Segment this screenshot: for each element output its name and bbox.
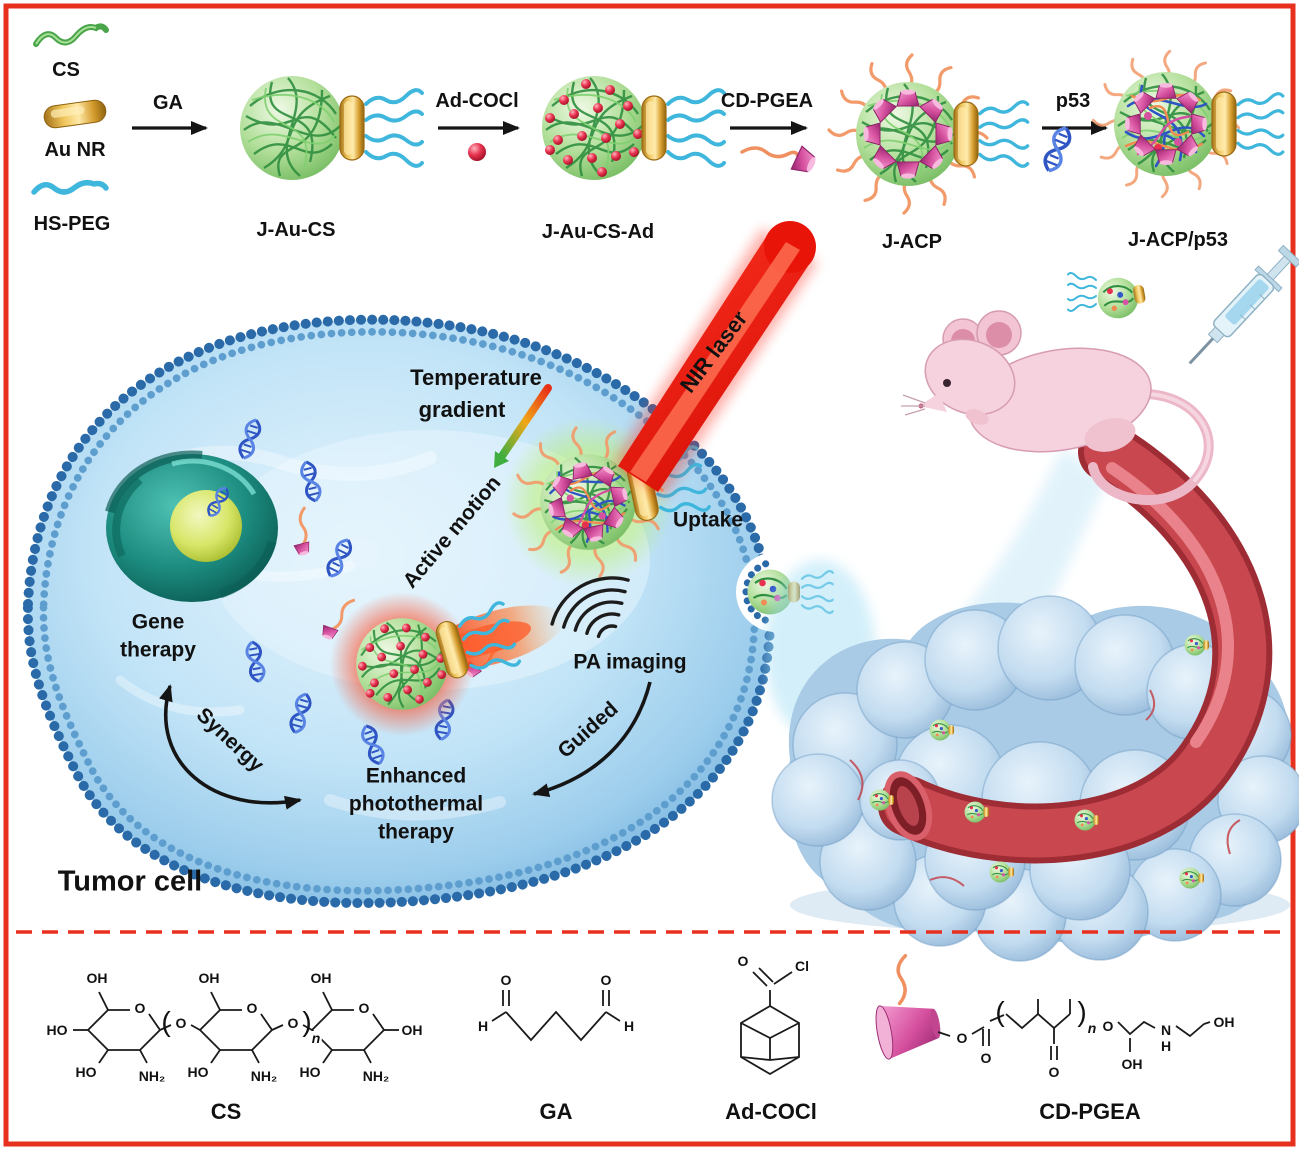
syringe-icon bbox=[1188, 244, 1299, 365]
ad-o: O bbox=[736, 953, 750, 969]
cs-bridge-o-1: O bbox=[174, 1015, 188, 1031]
temperature-gradient-label-line1: Temperature bbox=[410, 365, 542, 390]
chem-structure-ga bbox=[491, 990, 621, 1042]
cs-paren-close: ) bbox=[302, 1006, 312, 1037]
step-ga-label: GA bbox=[153, 92, 183, 114]
uptake-label: Uptake bbox=[672, 508, 744, 532]
legend-cs-label: CS bbox=[52, 59, 80, 81]
cs-paren-open: ( bbox=[161, 1006, 171, 1037]
cs-oh-top-2: OH bbox=[197, 970, 221, 986]
cs-ring-o-2: O bbox=[245, 1000, 259, 1016]
cs-bridge-o-2: O bbox=[286, 1015, 300, 1031]
j-acp-particle bbox=[829, 55, 1030, 213]
j-au-cs-particle bbox=[238, 74, 424, 182]
step-cd-pgea-label: CD-PGEA bbox=[720, 90, 814, 112]
cs-ring-o-3: O bbox=[357, 1000, 371, 1016]
cs-nh2-3: NH₂ bbox=[361, 1068, 391, 1084]
tumor-cell-illustration bbox=[28, 320, 770, 903]
chem-ad-cocl-name: Ad-COCl bbox=[725, 1099, 817, 1124]
mouse-illustration bbox=[901, 310, 1214, 506]
ptt-label-line1: Enhanced bbox=[365, 764, 467, 788]
pa-imaging-label: PA imaging bbox=[573, 650, 687, 674]
pgea-n-amine: N bbox=[1159, 1022, 1173, 1038]
cs-nh2-2: NH₂ bbox=[249, 1068, 279, 1084]
chem-structure-ad-cocl bbox=[740, 967, 800, 1076]
chem-structure-cd-pgea bbox=[875, 953, 1211, 1060]
ga-h-1: H bbox=[476, 1018, 490, 1034]
ga-o-2: O bbox=[599, 972, 613, 988]
pgea-o-carbonyl-2: O bbox=[1047, 1064, 1061, 1080]
pgea-paren-open: ( bbox=[995, 996, 1005, 1027]
cs-n-subscript: n bbox=[310, 1030, 322, 1046]
cyclodextrin-cone bbox=[875, 953, 941, 1060]
ga-h-2: H bbox=[622, 1018, 636, 1034]
synergy-arrow bbox=[159, 684, 302, 810]
legend-icons bbox=[31, 23, 109, 195]
pgea-h-amine: H bbox=[1159, 1038, 1173, 1054]
chem-cs-name: CS bbox=[210, 1099, 242, 1124]
cs-oh-top-1: OH bbox=[85, 970, 109, 986]
ga-o-1: O bbox=[499, 972, 513, 988]
cs-ring-o-1: O bbox=[133, 1000, 147, 1016]
chem-ga-name: GA bbox=[539, 1099, 573, 1124]
step-p53-label: p53 bbox=[1055, 90, 1091, 112]
mouse-head bbox=[924, 338, 1016, 416]
cs-nh2-1: NH₂ bbox=[137, 1068, 167, 1084]
pgea-oh-mid: OH bbox=[1120, 1056, 1144, 1072]
pgea-o-carbonyl-1: O bbox=[979, 1050, 993, 1066]
blood-vessel bbox=[878, 422, 1273, 864]
guided-arrow bbox=[532, 681, 652, 798]
ad-cl: Cl bbox=[794, 958, 810, 974]
cs-ho-bottom-2: HO bbox=[186, 1064, 210, 1080]
product-j-au-cs-label: J-Au-CS bbox=[256, 219, 336, 241]
ptt-label-line3: therapy bbox=[378, 820, 454, 844]
cs-ho-bottom-3: HO bbox=[298, 1064, 322, 1080]
mouse-eye bbox=[943, 379, 951, 387]
nucleus-organelle bbox=[105, 450, 278, 602]
pgea-o-chain: O bbox=[1101, 1018, 1115, 1034]
nir-laser-beam bbox=[612, 221, 818, 498]
cd-pgea-reagent-icon bbox=[740, 145, 820, 178]
product-j-au-cs-ad-label: J-Au-CS-Ad bbox=[541, 221, 655, 243]
product-j-acp-p53-label: J-ACP/p53 bbox=[1127, 229, 1229, 251]
gene-therapy-label-line1: Gene bbox=[131, 610, 185, 634]
pgea-o-link: O bbox=[955, 1030, 969, 1046]
chem-cd-pgea-name: CD-PGEA bbox=[1039, 1099, 1141, 1124]
cs-oh-end: OH bbox=[400, 1022, 424, 1038]
pgea-n-subscript: n bbox=[1086, 1020, 1098, 1036]
adamantane-sphere-icon bbox=[468, 143, 486, 161]
au-nanorod-icon bbox=[43, 99, 107, 129]
injected-particle bbox=[1067, 272, 1150, 323]
temperature-gradient-arrow bbox=[494, 384, 552, 468]
cs-oh-top-3: OH bbox=[309, 970, 333, 986]
product-j-acp-label: J-ACP bbox=[881, 231, 943, 253]
legend-au-nr-label: Au NR bbox=[44, 139, 106, 161]
figure-border bbox=[3, 3, 1296, 1147]
cs-ho-left: HO bbox=[45, 1022, 69, 1038]
in-vivo-scene bbox=[765, 244, 1299, 962]
step-ad-cocl-label: Ad-COCl bbox=[435, 90, 519, 112]
j-au-cs-ad-particle bbox=[540, 74, 726, 182]
pgea-paren-close: ) bbox=[1077, 996, 1087, 1027]
gene-therapy-label-line2: therapy bbox=[120, 638, 196, 662]
pgea-tail bbox=[896, 953, 908, 1006]
temperature-gradient-label-line2: gradient bbox=[418, 397, 506, 422]
ptt-label-line2: photothermal bbox=[348, 792, 484, 816]
legend-hs-peg-label: HS-PEG bbox=[33, 213, 111, 235]
vessel-opening bbox=[883, 771, 933, 841]
pa-imaging-waves-icon bbox=[550, 576, 630, 639]
hs-peg-icon bbox=[31, 179, 109, 195]
mouse-hind-leg bbox=[1084, 418, 1136, 452]
j-acp-p53-particle bbox=[1093, 51, 1285, 196]
p53-dna-icon bbox=[1039, 123, 1075, 176]
cs-ho-bottom-1: HO bbox=[74, 1064, 98, 1080]
mouse-paw bbox=[965, 409, 989, 425]
active-micromotor bbox=[330, 592, 564, 736]
chem-structure-cs bbox=[73, 991, 399, 1064]
tumor-cell-label: Tumor cell bbox=[57, 865, 203, 898]
pgea-oh-end: OH bbox=[1212, 1014, 1236, 1030]
